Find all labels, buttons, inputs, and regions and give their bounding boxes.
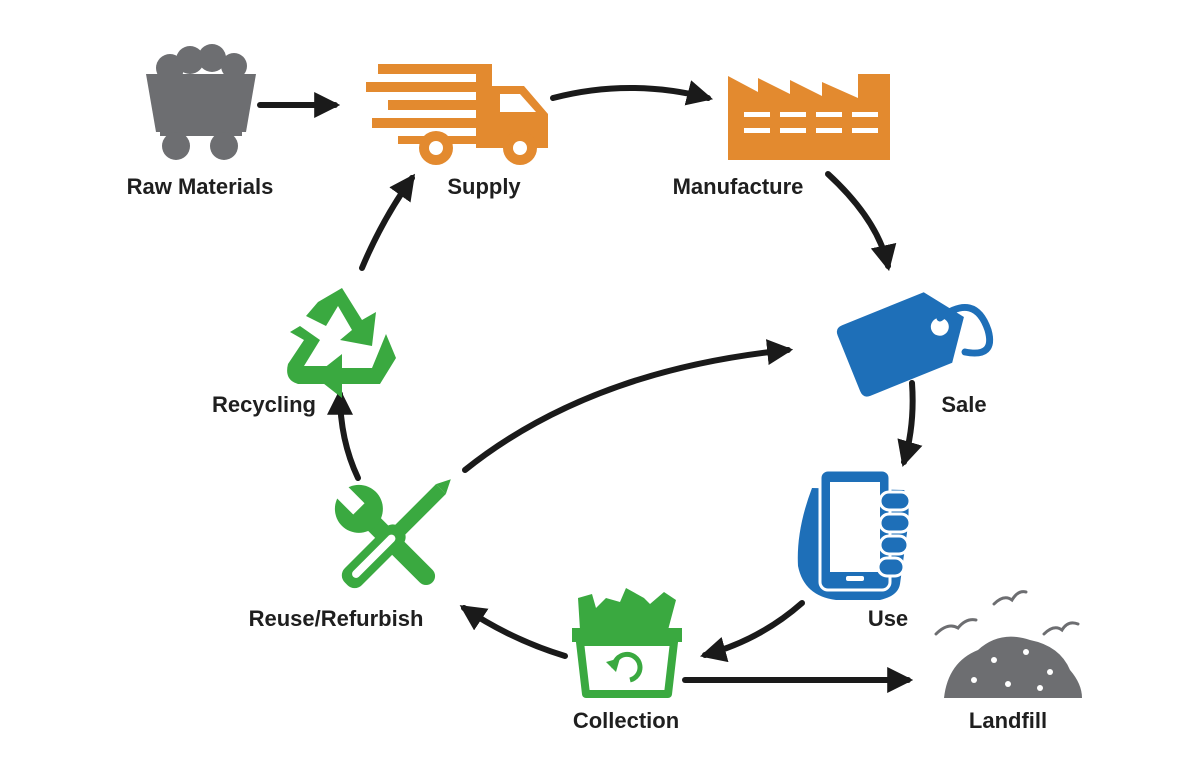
arrow-recycling-to-supply <box>359 173 416 271</box>
label-collection: Collection <box>573 708 679 733</box>
label-raw-materials: Raw Materials <box>127 174 274 199</box>
arrow-use-to-collection <box>699 600 805 663</box>
arrow-reuse-to-recycling <box>327 388 361 481</box>
recycle-bin-icon <box>572 588 682 698</box>
mine-cart-icon <box>146 44 256 160</box>
node-labels: Raw Materials Supply Manufacture Sale Us… <box>127 174 1047 733</box>
label-manufacture: Manufacture <box>673 174 804 199</box>
smartphone-hand-icon <box>797 468 912 600</box>
label-recycling: Recycling <box>212 392 316 417</box>
recycle-symbol-icon <box>287 288 396 398</box>
arrow-reuse-to-sale <box>462 339 794 473</box>
landfill-mound-icon <box>934 590 1082 698</box>
tools-icon <box>333 479 451 589</box>
label-supply: Supply <box>447 174 521 199</box>
label-reuse-refurbish: Reuse/Refurbish <box>249 606 424 631</box>
label-landfill: Landfill <box>969 708 1047 733</box>
flow-arrows <box>257 80 923 693</box>
label-use: Use <box>868 606 908 631</box>
arrow-manufacture-to-sale <box>825 171 897 272</box>
factory-icon <box>728 74 890 160</box>
arrow-supply-to-manufacture <box>550 80 714 106</box>
arrow-sale-to-use <box>897 380 923 467</box>
label-sale: Sale <box>941 392 986 417</box>
delivery-truck-icon <box>366 64 548 165</box>
arrow-collection-to-reuse <box>459 605 568 659</box>
price-tag-icon <box>836 292 994 397</box>
